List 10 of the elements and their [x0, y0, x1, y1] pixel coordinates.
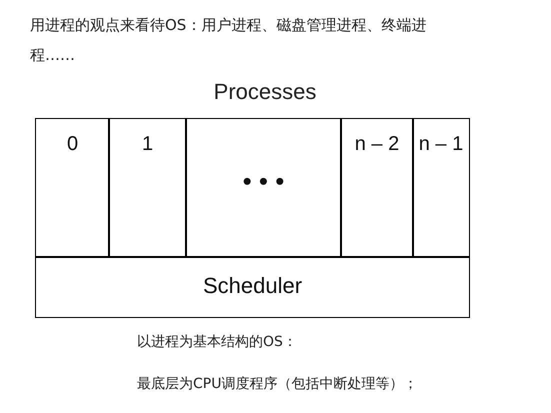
scheduler-box: Scheduler — [35, 256, 470, 318]
process-cell: n – 1 — [412, 118, 470, 258]
process-cell: • • • — [185, 118, 342, 258]
process-cell: n – 2 — [340, 118, 414, 258]
process-cell: 1 — [108, 118, 187, 258]
note-text: 以进程为基本结构的OS： — [137, 333, 298, 351]
intro-text: 用进程的观点来看待OS：用户进程、磁盘管理进程、终端进程…… — [30, 15, 428, 66]
heading: Processes — [212, 79, 318, 105]
note-text: 最底层为CPU调度程序（包括中断处理等）； — [137, 375, 418, 393]
process-cell: 0 — [35, 118, 110, 258]
